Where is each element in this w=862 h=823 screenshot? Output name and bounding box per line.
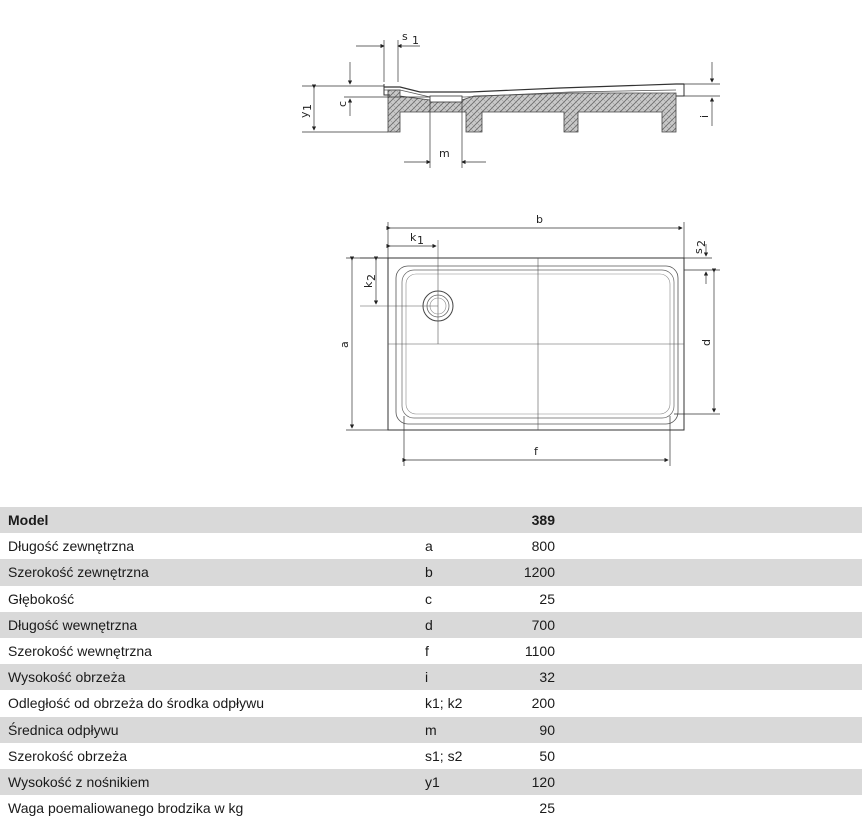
row-label: Długość zewnętrzna: [0, 533, 425, 560]
d-label: d: [700, 339, 713, 346]
k2-sub-label: 2: [365, 274, 378, 281]
row-symbol: d: [425, 611, 503, 638]
row-symbol: c: [425, 585, 503, 612]
technical-drawings: s 1 y 1 c i m: [298, 30, 720, 466]
row-spacer: [555, 559, 862, 586]
k1-sub-label: 1: [417, 234, 424, 247]
s2-sub-label: 2: [695, 240, 708, 247]
plan-view: b k 1 k 2 a s 2 d: [338, 213, 720, 466]
b-label: b: [536, 213, 543, 226]
y1-sub-label: 1: [301, 104, 314, 111]
k1-label: k: [410, 231, 417, 244]
a-label: a: [338, 341, 351, 348]
row-value: 800: [503, 533, 555, 560]
row-symbol: s1; s2: [425, 742, 503, 769]
f-label: f: [534, 445, 539, 458]
row-value: 1100: [503, 637, 555, 665]
row-value: 700: [503, 611, 555, 638]
row-spacer: [555, 716, 862, 743]
row-symbol: a: [425, 533, 503, 560]
row-label: Głębokość: [0, 585, 425, 612]
row-spacer: [555, 768, 862, 796]
row-label: Wysokość obrzeża: [0, 664, 425, 691]
row-value: 50: [503, 742, 555, 769]
row-symbol: m: [425, 716, 503, 743]
row-label: Wysokość z nośnikiem: [0, 768, 425, 796]
header-spacer: [555, 507, 862, 534]
row-label: Waga poemaliowanego brodzika w kg: [0, 795, 425, 822]
row-label: Szerokość wewnętrzna: [0, 637, 425, 665]
i-label: i: [698, 115, 711, 118]
row-value: 90: [503, 716, 555, 743]
row-spacer: [555, 637, 862, 665]
k2-label: k: [362, 281, 375, 288]
row-label: Średnica odpływu: [0, 716, 425, 743]
row-spacer: [555, 611, 862, 638]
s1-sub-label: 1: [412, 34, 419, 47]
row-symbol: [425, 795, 503, 822]
row-symbol: f: [425, 637, 503, 665]
y1-label: y: [298, 111, 311, 118]
drawing-svg: s 1 y 1 c i m: [298, 30, 720, 466]
row-label: Szerokość obrzeża: [0, 742, 425, 769]
row-spacer: [555, 533, 862, 560]
row-label: Długość wewnętrzna: [0, 611, 425, 638]
row-spacer: [555, 585, 862, 612]
row-symbol: k1; k2: [425, 690, 503, 717]
header-symbol: [425, 507, 503, 534]
table-row: Waga poemaliowanego brodzika w kg 25: [0, 795, 862, 822]
row-label: Odległość od obrzeża do środka odpływu: [0, 690, 425, 717]
m-label: m: [439, 147, 450, 160]
row-value: 1200: [503, 559, 555, 586]
row-value: 25: [503, 795, 555, 822]
row-symbol: y1: [425, 768, 503, 796]
row-spacer: [555, 742, 862, 769]
row-value: 32: [503, 664, 555, 691]
header-model-number: 389: [503, 507, 555, 534]
s1-label: s: [402, 30, 408, 43]
section-view: s 1 y 1 c i m: [298, 30, 720, 168]
row-spacer: [555, 795, 862, 822]
header-label: Model: [0, 507, 425, 534]
row-value: 25: [503, 585, 555, 612]
s2-label: s: [692, 248, 705, 254]
row-symbol: b: [425, 559, 503, 586]
row-label: Szerokość zewnętrzna: [0, 559, 425, 586]
row-spacer: [555, 690, 862, 717]
table-header-row: Model 389: [0, 507, 862, 534]
row-spacer: [555, 664, 862, 691]
row-value: 120: [503, 768, 555, 796]
c-label: c: [336, 101, 349, 107]
row-symbol: i: [425, 664, 503, 691]
row-value: 200: [503, 690, 555, 717]
